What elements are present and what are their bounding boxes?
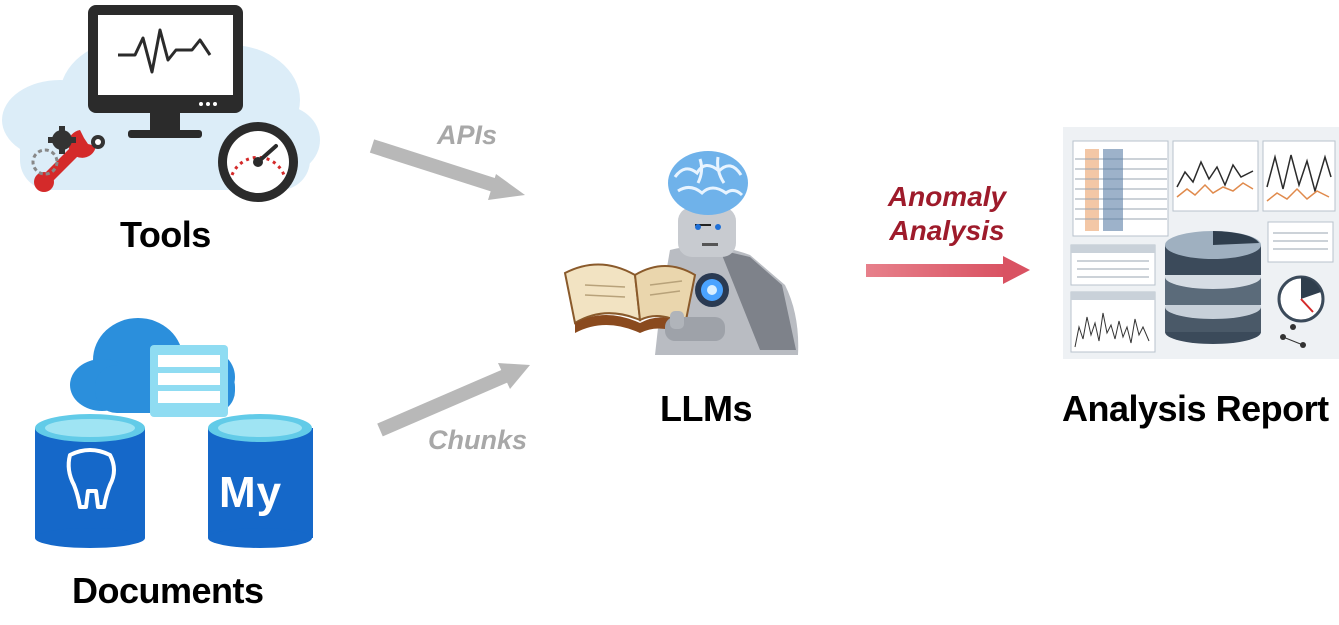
report-info-panel <box>1070 244 1156 353</box>
anomaly-label-line1: Anomaly <box>887 181 1007 212</box>
documents-label: Documents <box>72 570 264 611</box>
tools-illustration <box>2 5 320 202</box>
llm-robot-illustration <box>563 151 799 355</box>
llms-label: LLMs <box>660 388 753 429</box>
anomaly-analysis-label: Anomaly Analysis <box>862 180 1032 248</box>
gear-icon-small <box>48 126 76 154</box>
gear-icon-tiny <box>91 135 105 149</box>
tools-label: Tools <box>120 214 211 255</box>
analysis-report-label: Analysis Report <box>1062 388 1329 429</box>
gauge-icon <box>218 122 298 202</box>
postgresql-database-icon <box>35 414 145 548</box>
report-table <box>1072 140 1169 237</box>
report-database-stack <box>1165 231 1261 344</box>
wrench-icon <box>34 130 96 192</box>
report-line-chart <box>1172 140 1259 212</box>
documents-illustration <box>35 318 313 548</box>
monitor-icon <box>88 5 243 138</box>
robot-head <box>678 207 736 257</box>
chunks-label: Chunks <box>428 425 528 455</box>
report-gauge-panel <box>1267 221 1334 348</box>
report-line-chart-2 <box>1262 140 1336 212</box>
cloud-storage-icon <box>70 318 235 417</box>
brain-icon <box>668 151 748 215</box>
mysql-logo-text: My <box>219 468 283 517</box>
analysis-report-illustration <box>1063 127 1339 359</box>
gear-icon-outline <box>31 148 59 176</box>
apis-label: APIs <box>437 120 498 150</box>
mysql-database-icon <box>208 414 313 548</box>
anomaly-label-line2: Analysis <box>889 215 1005 246</box>
robot-hand <box>665 311 725 341</box>
book-icon <box>563 263 697 335</box>
